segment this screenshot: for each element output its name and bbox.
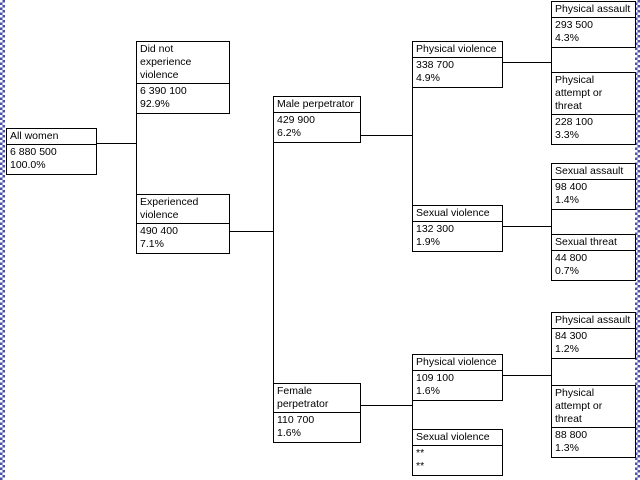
connector-male-perpetrator-stem: [361, 135, 412, 136]
node-male-physical-violence[interactable]: Physical violence 338 700 4.9%: [412, 41, 503, 88]
node-body: 109 100 1.6%: [413, 371, 502, 400]
node-count: 490 400: [140, 225, 178, 237]
node-title: Physical assault: [552, 313, 635, 329]
node-body: ** **: [413, 446, 502, 475]
node-percent: 1.9%: [416, 236, 440, 248]
node-percent: 4.3%: [555, 32, 579, 44]
node-title: Physical attempt or threat: [552, 73, 635, 115]
node-body: 338 700 4.9%: [413, 58, 502, 87]
node-count: 88 800: [555, 429, 588, 441]
node-female-perpetrator[interactable]: Female perpetrator 110 700 1.6%: [273, 383, 361, 443]
node-body: 6 880 500 100.0%: [7, 145, 96, 174]
node-count: 293 500: [555, 19, 593, 31]
node-male-perpetrator[interactable]: Male perpetrator 429 900 6.2%: [273, 96, 361, 143]
node-count: 84 300: [555, 330, 588, 342]
node-count: 132 300: [416, 223, 454, 235]
node-body: 429 900 6.2%: [274, 113, 360, 142]
node-percent: 1.6%: [416, 385, 440, 397]
connector-male-branch-vertical: [412, 62, 413, 226]
node-count: 44 800: [555, 252, 588, 264]
node-female-physical-attempt-or-threat[interactable]: Physical attempt or threat 88 800 1.3%: [551, 385, 636, 458]
connector-female-perpetrator-stem: [361, 405, 412, 406]
node-count: 228 100: [555, 116, 593, 128]
node-title: Physical violence: [413, 42, 502, 58]
connector-female-physical-stem: [503, 375, 551, 376]
node-percent: 92.9%: [140, 98, 170, 110]
connector-perpetrator-vertical: [273, 135, 274, 405]
node-count: 6 390 100: [140, 85, 187, 97]
page-edge-marker-right: [635, 0, 640, 480]
node-count: 109 100: [416, 372, 454, 384]
node-title: Physical violence: [413, 355, 502, 371]
node-percent: 1.2%: [555, 343, 579, 355]
node-body: 44 800 0.7%: [552, 251, 635, 280]
node-title: Physical assault: [552, 2, 635, 18]
node-percent: 1.4%: [555, 194, 579, 206]
node-male-physical-attempt-or-threat[interactable]: Physical attempt or threat 228 100 3.3%: [551, 72, 636, 145]
node-body: 228 100 3.3%: [552, 115, 635, 144]
node-percent: 7.1%: [140, 238, 164, 250]
node-body: 132 300 1.9%: [413, 222, 502, 251]
node-percent: 0.7%: [555, 265, 579, 277]
node-title: Did not experience violence: [137, 42, 229, 84]
node-female-physical-assault[interactable]: Physical assault 84 300 1.2%: [551, 312, 636, 359]
page-edge-marker-left: [0, 0, 5, 480]
node-all-women[interactable]: All women 6 880 500 100.0%: [6, 128, 97, 175]
node-male-physical-assault[interactable]: Physical assault 293 500 4.3%: [551, 1, 636, 48]
node-title: Physical attempt or threat: [552, 386, 635, 428]
node-percent: 3.3%: [555, 129, 579, 141]
node-title: Sexual threat: [552, 235, 635, 251]
node-male-sexual-violence[interactable]: Sexual violence 132 300 1.9%: [412, 205, 503, 252]
connector-all-women-vertical: [136, 88, 137, 231]
node-body: 293 500 4.3%: [552, 18, 635, 47]
node-experienced-violence[interactable]: Experienced violence 490 400 7.1%: [136, 194, 230, 254]
node-percent: **: [416, 460, 425, 472]
connector-male-physical-stem: [503, 62, 551, 63]
node-title: Sexual violence: [413, 430, 502, 446]
node-title: Female perpetrator: [274, 384, 360, 413]
node-title: Sexual assault: [552, 164, 635, 180]
node-body: 88 800 1.3%: [552, 428, 635, 457]
node-did-not-experience-violence[interactable]: Did not experience violence 6 390 100 92…: [136, 41, 230, 114]
connector-experienced-stem: [230, 231, 273, 232]
node-count: 110 700: [277, 414, 315, 426]
node-female-sexual-violence[interactable]: Sexual violence ** **: [412, 429, 503, 476]
connector-all-women-stem: [97, 143, 136, 144]
node-count: 429 900: [277, 114, 315, 126]
node-male-sexual-assault[interactable]: Sexual assault 98 400 1.4%: [551, 163, 636, 210]
node-title: Experienced violence: [137, 195, 229, 224]
node-body: 110 700 1.6%: [274, 413, 360, 442]
connector-female-branch-vertical: [412, 375, 413, 437]
node-body: 6 390 100 92.9%: [137, 84, 229, 113]
node-percent: 100.0%: [10, 159, 46, 171]
node-percent: 1.3%: [555, 442, 579, 454]
connector-male-physical-vertical: [551, 18, 552, 96]
node-female-physical-violence[interactable]: Physical violence 109 100 1.6%: [412, 354, 503, 401]
node-count: 338 700: [416, 59, 454, 71]
connector-male-sexual-vertical: [551, 180, 552, 254]
node-male-sexual-threat[interactable]: Sexual threat 44 800 0.7%: [551, 234, 636, 281]
node-body: 98 400 1.4%: [552, 180, 635, 209]
node-body: 490 400 7.1%: [137, 224, 229, 253]
node-percent: 4.9%: [416, 72, 440, 84]
node-percent: 1.6%: [277, 427, 301, 439]
connector-female-physical-vertical: [551, 330, 552, 409]
node-count: **: [416, 447, 425, 459]
node-percent: 6.2%: [277, 127, 301, 139]
node-body: 84 300 1.2%: [552, 329, 635, 358]
node-count: 98 400: [555, 181, 588, 193]
connector-male-sexual-stem: [503, 226, 551, 227]
node-title: Male perpetrator: [274, 97, 360, 113]
node-title: Sexual violence: [413, 206, 502, 222]
node-title: All women: [7, 129, 96, 145]
node-count: 6 880 500: [10, 146, 57, 158]
